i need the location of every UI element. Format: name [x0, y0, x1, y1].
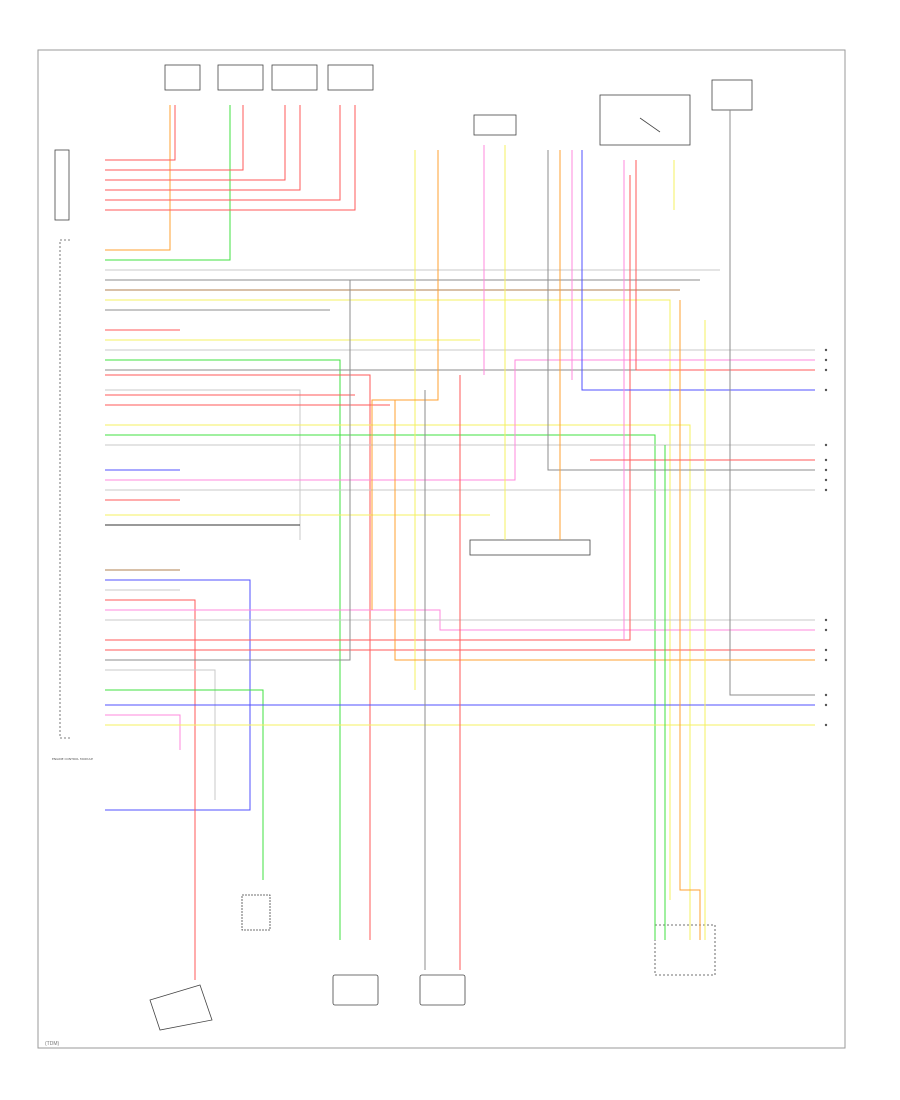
wire-red-18 — [105, 374, 371, 940]
terminal-dot-8 — [824, 488, 828, 492]
terminal-dot-13 — [824, 693, 828, 697]
bottom-sensor-mid — [332, 974, 379, 1006]
bottom-sensor-right — [419, 974, 466, 1006]
wire-pink-26 — [105, 359, 815, 481]
injector-1 — [164, 64, 201, 91]
terminal-dot-11 — [824, 648, 828, 652]
wire-red-37 — [105, 175, 631, 641]
bottom-right-connector — [654, 924, 716, 976]
wire-group — [105, 105, 815, 980]
terminal-dot-7 — [824, 478, 828, 482]
clutch-switch — [241, 894, 271, 931]
top-sensor-1 — [473, 114, 517, 136]
diagram-frame — [37, 49, 846, 1049]
wire-blue-52 — [581, 150, 815, 391]
wire-red-54 — [635, 160, 815, 371]
terminal-dot-0 — [824, 348, 828, 352]
wire-green-41 — [105, 689, 264, 880]
terminal-dot-9 — [824, 618, 828, 622]
right-terminals — [824, 348, 828, 727]
middle-relay — [469, 539, 591, 556]
ecm-label: ENGINE CONTROL MODULE — [52, 757, 93, 761]
wire-red-7 — [105, 105, 356, 211]
top-relay-box — [599, 94, 691, 146]
wire-red-6 — [105, 105, 341, 201]
wire-orange-46 — [371, 150, 439, 610]
terminal-dot-4 — [824, 443, 828, 447]
wire-yellow-11 — [105, 299, 671, 900]
top-right-fuse — [711, 79, 753, 111]
wire-blue-32 — [105, 579, 251, 811]
wire-red-1 — [105, 105, 176, 161]
terminal-dot-2 — [824, 368, 828, 372]
terminal-dot-15 — [824, 723, 828, 727]
wire-gray-56 — [729, 110, 815, 696]
terminal-dot-1 — [824, 358, 828, 362]
wire-orange-60 — [679, 300, 701, 940]
terminal-dot-10 — [824, 628, 828, 632]
wire-orange-57 — [394, 400, 815, 661]
sensor-connector-block — [54, 149, 70, 221]
terminal-dot-12 — [824, 658, 828, 662]
wire-gray-49 — [547, 150, 815, 471]
wire-yellow-22 — [105, 424, 691, 940]
wire-green-2 — [105, 105, 231, 261]
wire-pink-43 — [105, 714, 181, 750]
footer-code: (TDM) — [45, 1041, 59, 1047]
wire-red-5 — [105, 105, 301, 191]
wire-red-3 — [105, 105, 244, 171]
injector-4 — [327, 64, 374, 91]
wire-green-23 — [105, 434, 656, 940]
wire-red-34 — [105, 599, 196, 980]
terminal-dot-6 — [824, 468, 828, 472]
terminal-dot-5 — [824, 458, 828, 462]
wire-light_gray-19 — [105, 389, 301, 540]
injector-3 — [271, 64, 318, 91]
bottom-sensor-left — [149, 984, 213, 1031]
wire-light_gray-40 — [105, 669, 216, 800]
wire-gray-39 — [105, 280, 351, 661]
wire-red-4 — [105, 105, 286, 181]
ecm-bracket — [59, 239, 70, 739]
injector-2 — [217, 64, 264, 91]
wire-orange-0 — [105, 105, 171, 251]
terminal-dot-14 — [824, 703, 828, 707]
wire-green-16 — [105, 359, 341, 940]
terminal-dot-3 — [824, 388, 828, 392]
